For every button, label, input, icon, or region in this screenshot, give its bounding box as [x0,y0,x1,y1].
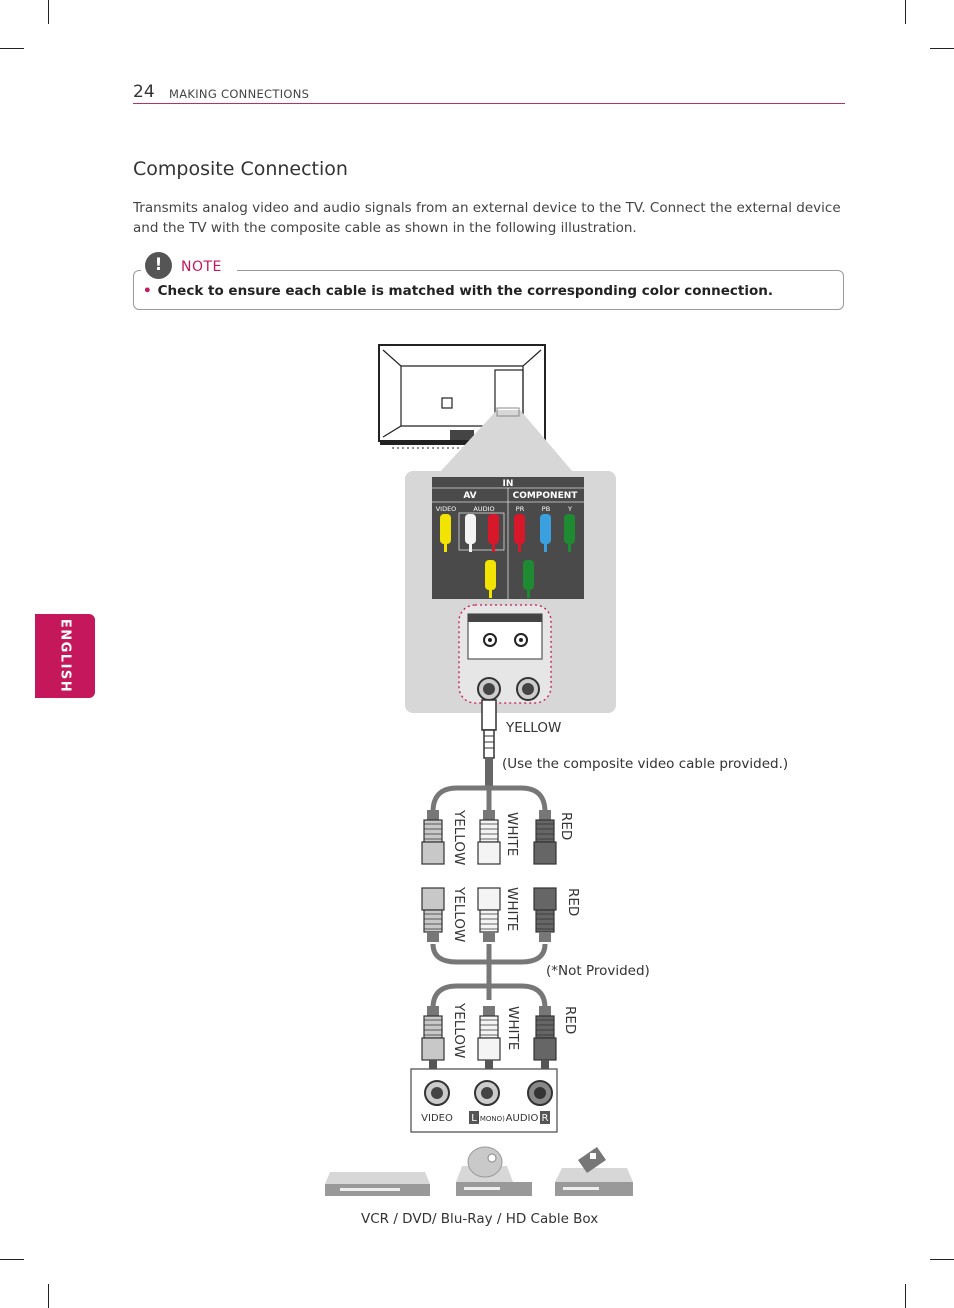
rca-plug-lower-white [477,1006,501,1061]
plug-tip [485,1060,493,1070]
jack-audio-l [465,514,476,552]
cable-splitter-middle [430,943,548,1009]
pb-label: PB [542,505,550,513]
rca-plug-lower-red [533,1006,557,1061]
pr-label: PR [516,505,525,513]
note-label: NOTE [181,259,222,275]
callout-shape [440,410,573,472]
crop-mark [0,48,24,49]
dvd-illustration [456,1146,532,1196]
not-provided-note: (*Not Provided) [546,963,650,979]
component-label: COMPONENT [513,491,579,501]
av-input-panel: IN AV COMPONENT VIDEO AUDIO PR PB Y [432,477,584,599]
bullet-icon: • [143,283,152,299]
rca-plug-middle-red [533,887,557,942]
warning-icon: ! [145,252,172,279]
middle-yellow-label: YELLOW [451,887,467,943]
crop-mark [48,1284,49,1308]
tv-av-port-block [458,604,552,704]
rca-plug-upper-yellow [421,810,445,865]
in-label: IN [503,479,514,489]
y-label: Y [567,505,572,513]
lower-red-label: RED [562,1006,578,1035]
video-label: VIDEO [436,505,457,513]
crop-mark [930,48,954,49]
cable-box-illustration [555,1147,633,1196]
plug-tip [541,1060,549,1070]
upper-white-label: WHITE [504,812,520,857]
crop-mark [48,0,49,24]
crop-mark [930,1259,954,1260]
lower-yellow-label: YELLOW [451,1003,467,1059]
note-item-text: Check to ensure each cable is matched wi… [157,283,773,299]
note-item: • Check to ensure each cable is matched w… [143,283,773,299]
device-l-label: L [471,1113,477,1124]
adapter-yellow [485,560,496,598]
rca-plug-middle-yellow [421,887,445,942]
provided-cable-note: (Use the composite video cable provided.… [502,756,789,772]
rca-plug-upper-red [533,810,557,865]
middle-red-label: RED [565,888,581,917]
jack-y [564,514,575,552]
audio-label: AUDIO [473,505,494,513]
jack-pr [514,514,525,552]
device-output-panel: VIDEO L (MONO) AUDIO R [410,1068,558,1133]
device-video-label: VIDEO [421,1113,453,1124]
intro-paragraph: Transmits analog video and audio signals… [133,200,841,236]
vcr-illustration [325,1172,430,1196]
middle-white-label: WHITE [504,887,520,932]
crop-mark [905,1284,906,1308]
upper-red-label: RED [558,812,574,841]
device-mono-label: (MONO) [477,1115,505,1123]
rca-plug-lower-yellow [421,1006,445,1061]
adapter-green [523,560,534,598]
device-r-label: R [542,1113,549,1124]
tv-plug-color-label: YELLOW [506,720,562,736]
language-tab: ENGLISH [35,614,95,698]
note-box [133,270,844,310]
jack-video [440,514,451,552]
crop-mark [0,1259,24,1260]
rca-plug-upper-white [477,810,501,865]
upper-yellow-label: YELLOW [451,810,467,866]
rca-plugs [421,810,557,1070]
crop-mark [905,0,906,24]
cable-splitter-upper [430,785,548,813]
page-number: 24 [133,82,155,102]
running-header: MAKING CONNECTIONS [169,87,310,101]
plug-tip [429,1060,437,1070]
jack-pb [540,514,551,552]
av-gender-cable-plug [481,699,497,788]
jack-audio-r [488,514,499,552]
lower-white-label: WHITE [505,1006,521,1051]
section-title: Composite Connection [133,158,348,180]
header-rule [133,103,845,104]
av-label: AV [463,491,476,501]
rca-plug-middle-white [477,887,501,942]
note-header: ! NOTE [141,252,237,280]
devices-caption: VCR / DVD/ Blu-Ray / HD Cable Box [361,1211,599,1227]
device-audio-label: AUDIO [506,1113,539,1124]
